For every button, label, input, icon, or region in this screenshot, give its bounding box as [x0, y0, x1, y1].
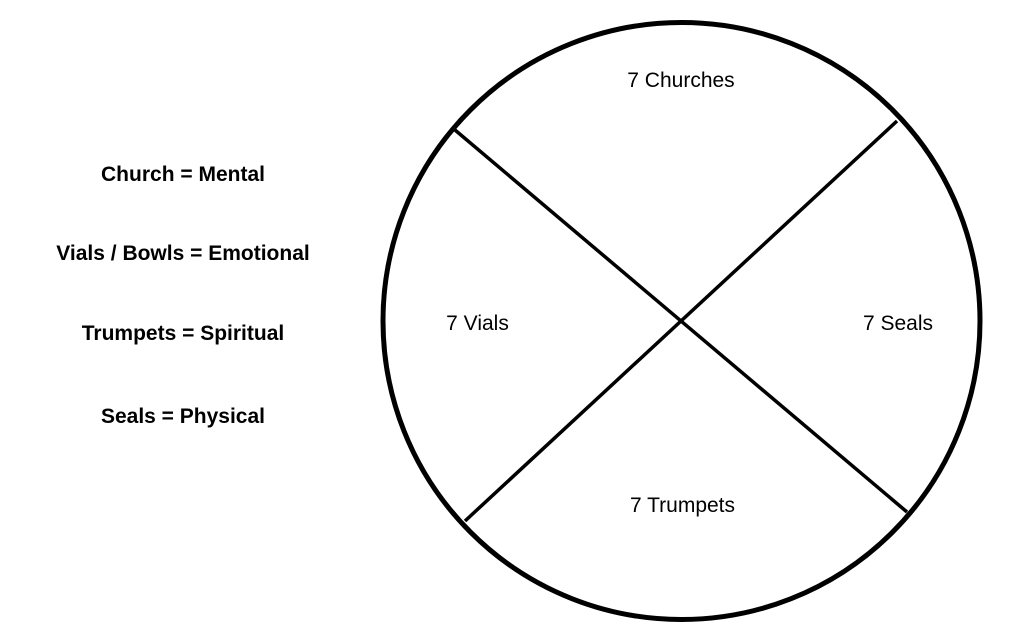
quadrant-label-seals: 7 Seals [863, 312, 933, 335]
legend: Church = Mental Vials / Bowls = Emotiona… [0, 0, 366, 637]
quadrant-label-churches: 7 Churches [627, 69, 734, 92]
legend-item-trumpets: Trumpets = Spiritual [81, 322, 285, 345]
quadrant-label-trumpets: 7 Trumpets [630, 494, 735, 517]
legend-item-church: Church = Mental [101, 163, 265, 186]
quadrant-label-vials: 7 Vials [446, 312, 509, 335]
outer-circle [380, 20, 983, 622]
legend-item-seals: Seals = Physical [100, 405, 266, 428]
legend-item-vials-bowls: Vials / Bowls = Emotional [56, 242, 310, 265]
divider-line-ascending [463, 119, 899, 523]
